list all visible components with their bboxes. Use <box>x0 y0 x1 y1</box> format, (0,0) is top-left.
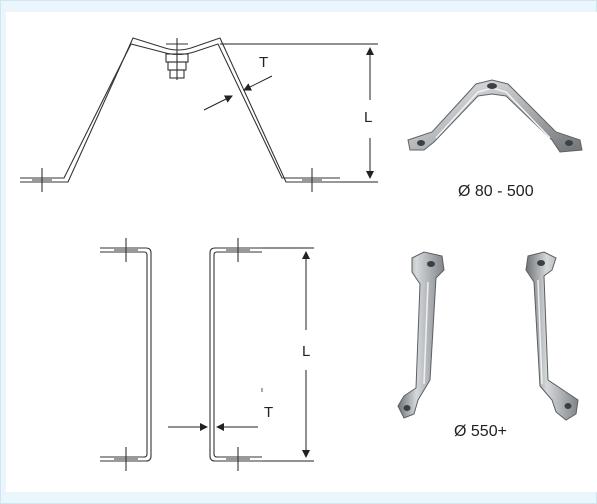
v-bracket-length-dimension <box>220 43 378 183</box>
v-bracket-range-label: Ø 80 - 500 <box>458 183 534 200</box>
u-bracket-length-dimension <box>262 247 314 462</box>
u-bracket-length-label: L <box>302 343 310 360</box>
u-bracket-drawing <box>100 238 262 471</box>
u-bracket-range-label: Ø 550+ <box>454 423 507 440</box>
u-bracket-thickness-label: T <box>264 404 273 421</box>
v-bracket-thickness-dimension <box>203 75 273 111</box>
v-bracket-photo <box>407 79 583 153</box>
v-bracket-length-label: L <box>364 109 372 126</box>
u-bracket-photo-left <box>397 251 445 419</box>
v-bracket-drawing <box>20 37 340 192</box>
u-bracket-photo-right <box>525 251 579 421</box>
v-bracket-thickness-label: T <box>259 54 268 71</box>
